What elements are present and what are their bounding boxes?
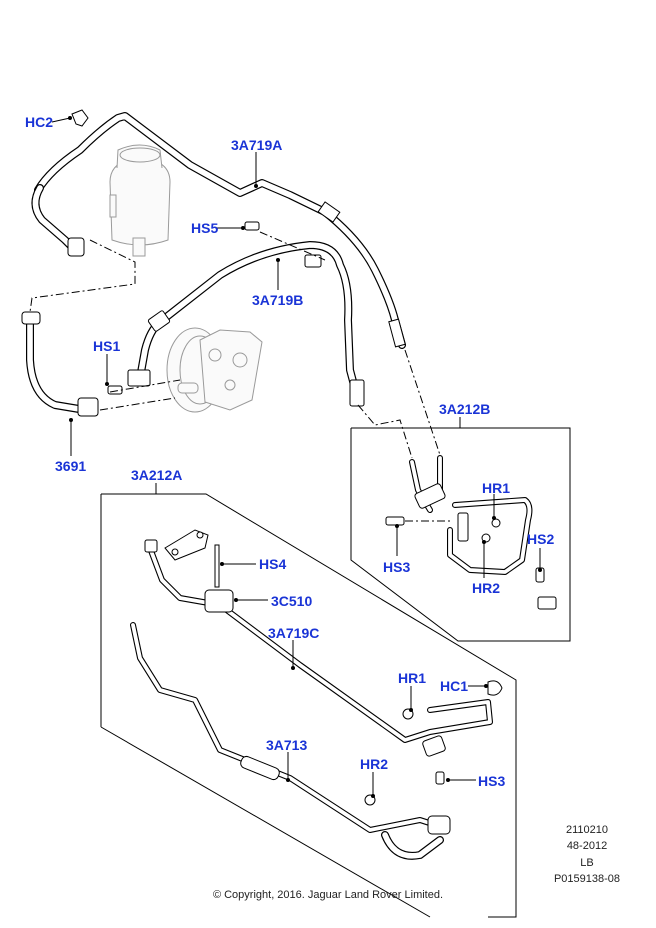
leader-lines bbox=[51, 116, 542, 798]
callout-3c510[interactable]: 3C510 bbox=[271, 593, 313, 609]
callout-hs3-upper[interactable]: HS3 bbox=[383, 559, 411, 575]
reference-line-1: 2110210 bbox=[565, 824, 608, 836]
callout-3691[interactable]: 3691 bbox=[55, 458, 87, 474]
hose-3a719a bbox=[34, 112, 406, 349]
clamp-3c510 bbox=[204, 544, 234, 613]
callout-hs4[interactable]: HS4 bbox=[259, 556, 287, 572]
callout-hr1-upper[interactable]: HR1 bbox=[482, 480, 511, 496]
group-box-3a212b bbox=[350, 417, 571, 642]
reference-line-2: 48-2012 bbox=[566, 840, 608, 852]
callout-3a713[interactable]: 3A713 bbox=[266, 737, 308, 753]
pipe-3a713 bbox=[130, 622, 451, 860]
callout-3a719b[interactable]: 3A719B bbox=[252, 292, 304, 308]
callout-hr1-lower[interactable]: HR1 bbox=[398, 670, 427, 686]
callout-hc2[interactable]: HC2 bbox=[25, 114, 54, 130]
callout-3a212b[interactable]: 3A212B bbox=[439, 401, 491, 417]
bracket-3a212a bbox=[164, 529, 209, 561]
callout-hs1[interactable]: HS1 bbox=[93, 338, 121, 354]
copyright-notice: © Copyright, 2016. Jaguar Land Rover Lim… bbox=[212, 889, 444, 901]
callout-3a719c[interactable]: 3A719C bbox=[268, 625, 320, 641]
callout-hs2[interactable]: HS2 bbox=[527, 531, 555, 547]
callout-hr2-upper[interactable]: HR2 bbox=[472, 580, 501, 596]
pipe-3a719c bbox=[144, 539, 493, 757]
callout-3a719a[interactable]: 3A719A bbox=[231, 137, 283, 153]
power-steering-pump bbox=[166, 327, 263, 413]
group-box-3a212a bbox=[100, 483, 517, 918]
reservoir bbox=[109, 144, 171, 257]
hose-3a719b bbox=[127, 241, 365, 407]
callout-hc1[interactable]: HC1 bbox=[440, 678, 469, 694]
assembly-lines bbox=[29, 231, 450, 522]
callout-hs5[interactable]: HS5 bbox=[191, 220, 219, 236]
callout-hs3-lower[interactable]: HS3 bbox=[478, 773, 506, 789]
reference-line-4: P0159138-08 bbox=[553, 873, 621, 885]
cooler-3a212b bbox=[385, 455, 557, 610]
reference-line-3: LB bbox=[580, 857, 594, 869]
hose-3691 bbox=[21, 184, 99, 417]
callout-3a212a[interactable]: 3A212A bbox=[131, 467, 183, 483]
callout-hr2-lower[interactable]: HR2 bbox=[360, 756, 389, 772]
